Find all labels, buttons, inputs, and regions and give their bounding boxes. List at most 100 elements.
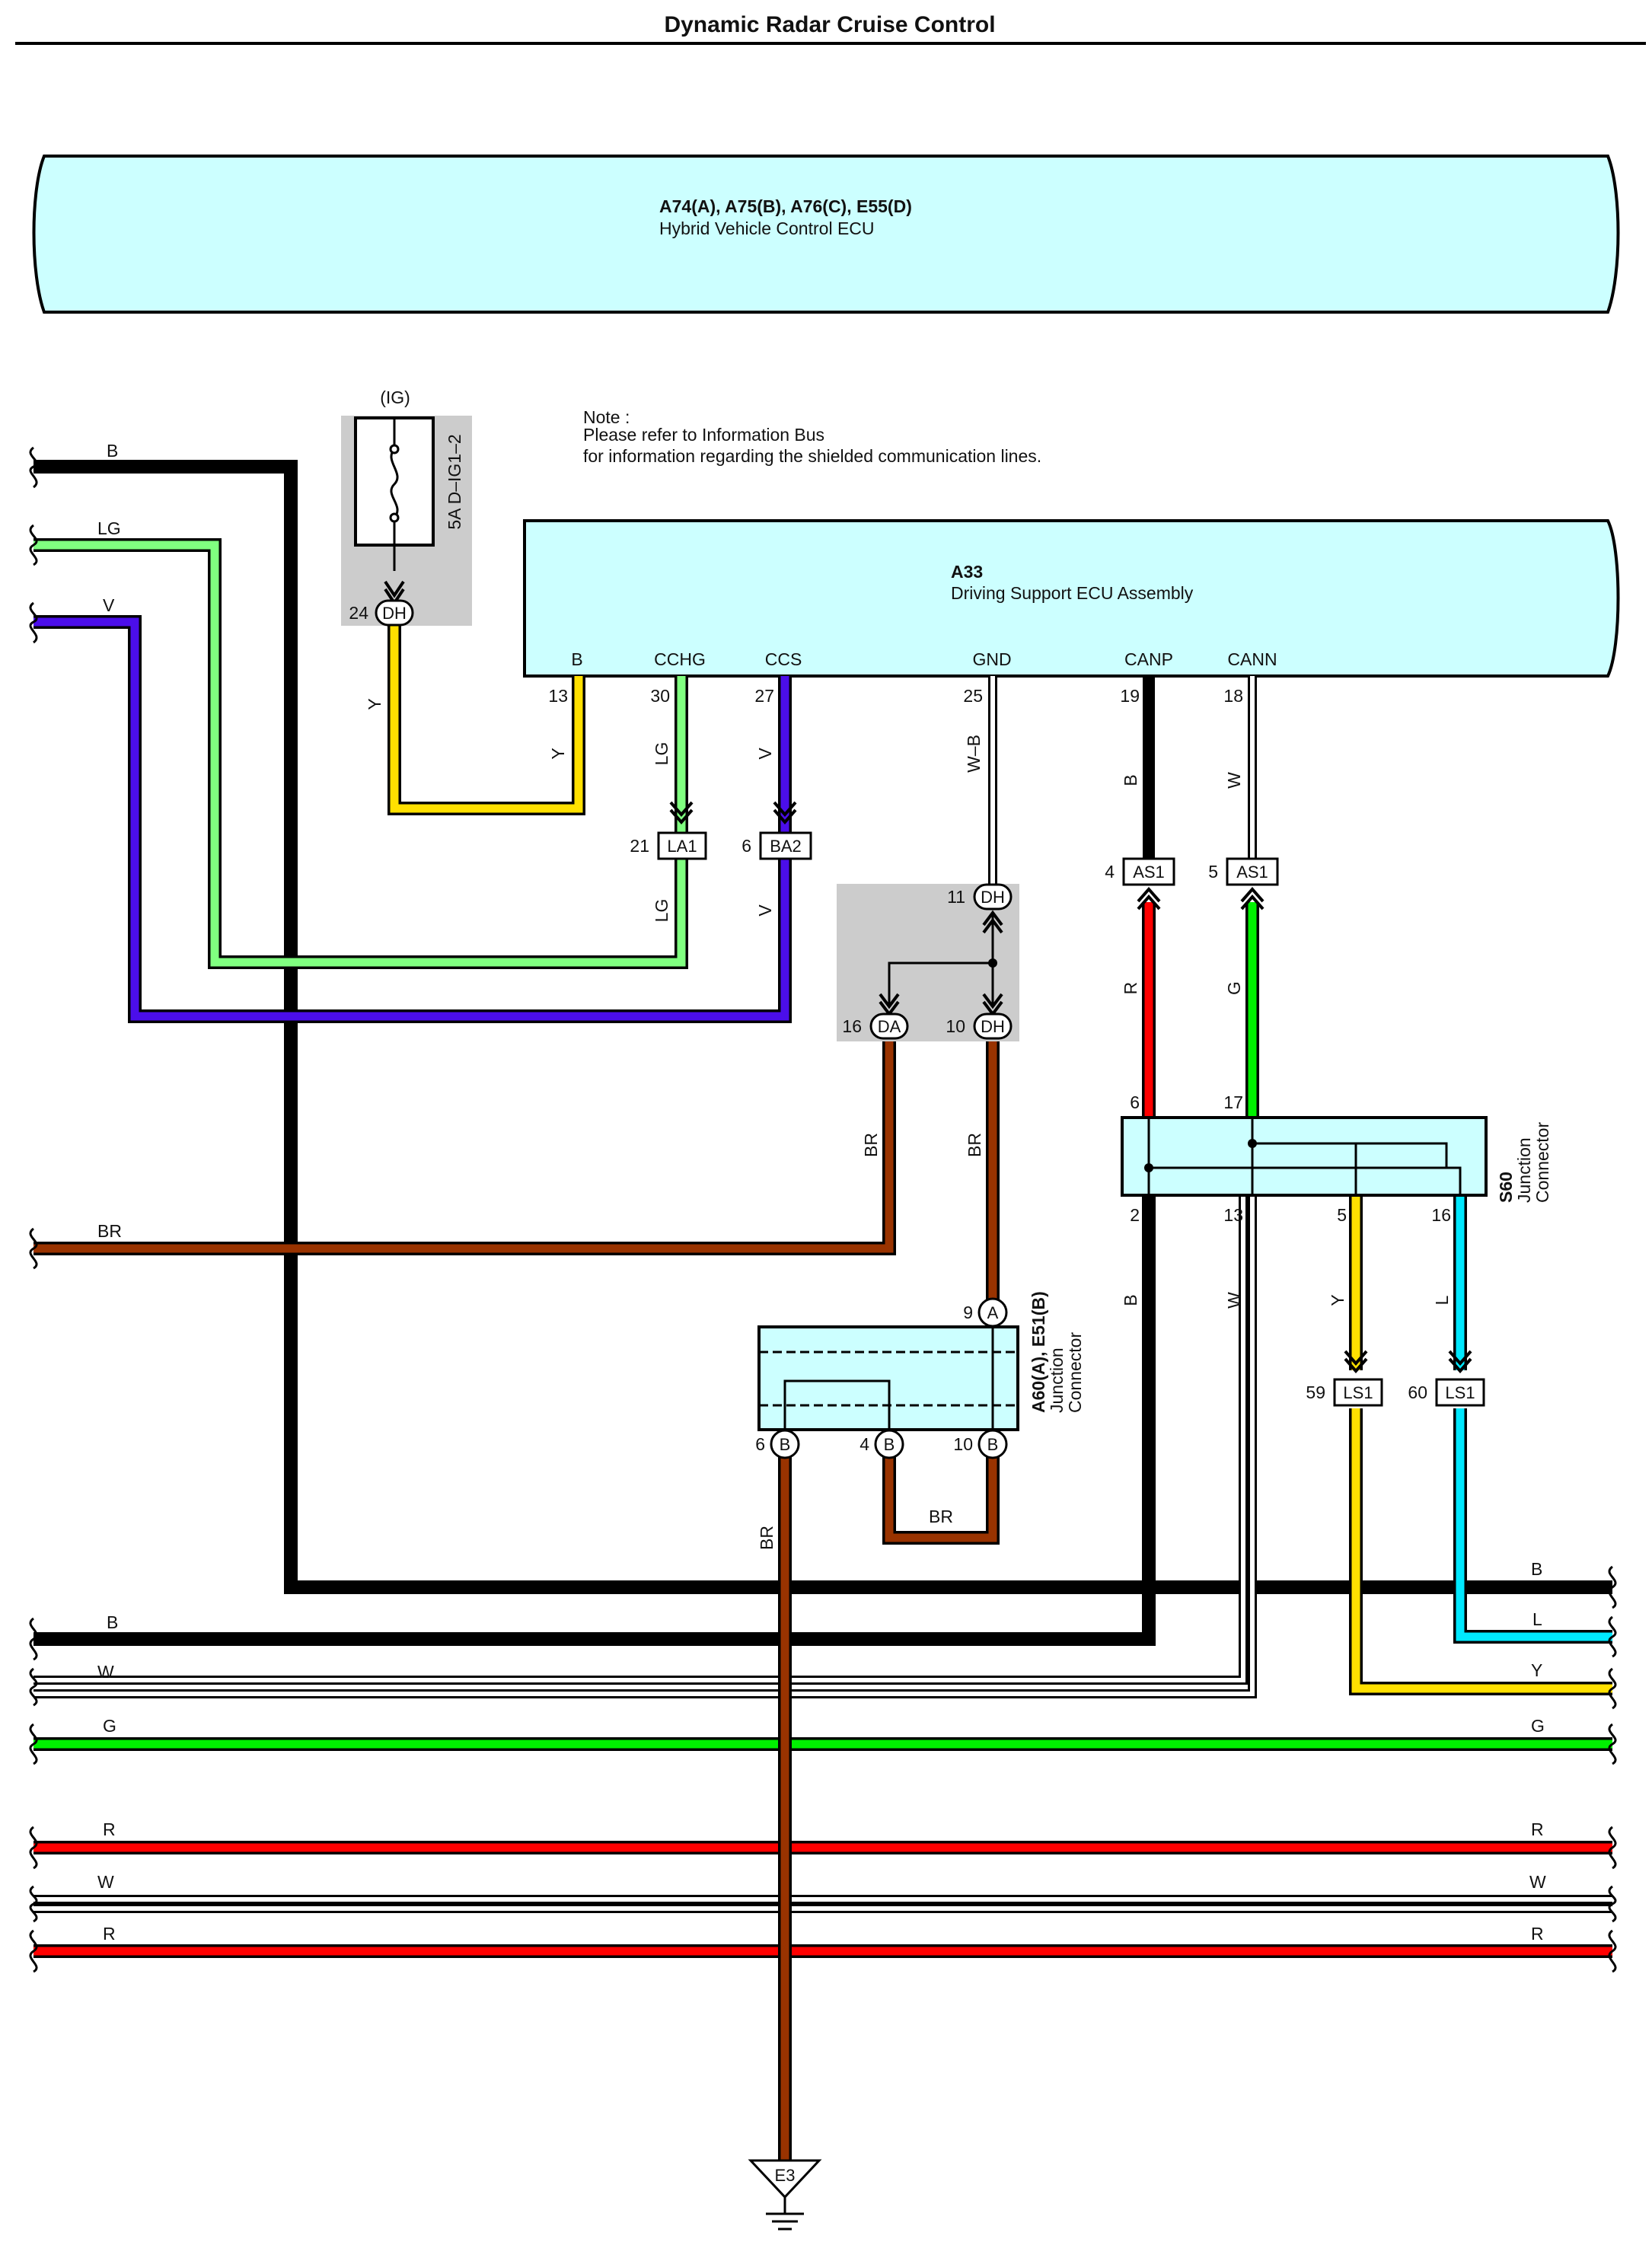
a60-code: A60(A), E51(B) <box>1029 1291 1048 1413</box>
dh10-name: DH <box>981 1017 1005 1036</box>
fuse-icon <box>390 448 399 518</box>
a33-pin-13: 13 <box>548 686 568 706</box>
lbl-br-ground: BR <box>757 1526 777 1550</box>
lbl-wb: W–B <box>964 735 984 773</box>
ls1-59-pin: 59 <box>1306 1382 1325 1402</box>
wire-v <box>33 617 789 1021</box>
s60-code: S60 <box>1496 1172 1516 1203</box>
note-line3: for information regarding the shielded c… <box>583 446 1041 466</box>
lbl-g-bus: G <box>103 1716 116 1736</box>
connector-ba2: BA2 6 <box>741 801 812 860</box>
wire-l-right <box>1456 1408 1612 1641</box>
dh11-pin: 11 <box>947 887 965 907</box>
a33-code: A33 <box>951 562 983 582</box>
a33-pin-18: 18 <box>1223 686 1243 706</box>
connector-dh-11: DH 11 <box>947 883 1013 934</box>
lbl-y-b: Y <box>548 748 568 759</box>
a60-conn-b-6: B <box>780 1435 791 1454</box>
as1-5-name: AS1 <box>1236 863 1268 882</box>
a60-conn-b-10: B <box>987 1435 999 1454</box>
a33-term-b: B <box>571 649 582 669</box>
lbl-l-right: L <box>1532 1609 1542 1629</box>
s60-name1: Junction <box>1514 1137 1534 1203</box>
wire-w-lower <box>33 1195 1255 1696</box>
lbl-lg-top: LG <box>97 518 121 538</box>
note-line2: Please refer to Information Bus <box>583 425 824 445</box>
as1-4-name: AS1 <box>1133 863 1165 882</box>
lbl-b-canp: B <box>1121 774 1140 786</box>
wire-y-fuse <box>390 624 583 813</box>
lbl-b-top: B <box>107 441 118 461</box>
a33-term-cchg: CCHG <box>654 649 706 669</box>
a60-name1: Junction <box>1047 1347 1067 1413</box>
ecu-top-name: Hybrid Vehicle Control ECU <box>659 218 875 238</box>
hybrid-vehicle-control-ecu: A74(A), A75(B), A76(C), E55(D) Hybrid Ve… <box>32 155 1620 314</box>
a60-pin-9: 9 <box>963 1303 973 1322</box>
ecu-top-codes: A74(A), A75(B), A76(C), E55(D) <box>659 196 912 216</box>
s60-pin-16: 16 <box>1431 1205 1451 1225</box>
lbl-w-s60: W <box>1224 1292 1244 1309</box>
lbl-v-top: V <box>103 595 115 615</box>
a60-pin-10: 10 <box>953 1434 973 1454</box>
connector-as1-4: AS1 4 <box>1105 857 1175 910</box>
dh10-pin: 10 <box>946 1016 965 1036</box>
wire-br-left <box>33 1041 894 1253</box>
dh11-name: DH <box>981 888 1005 907</box>
s60-pin-6: 6 <box>1130 1092 1140 1112</box>
lbl-r-right2: R <box>1531 1924 1544 1944</box>
lbl-r-right1: R <box>1531 1819 1544 1839</box>
wire-lg <box>33 541 686 967</box>
a33-pin-19: 19 <box>1120 686 1140 706</box>
as1-4-pin: 4 <box>1105 862 1115 882</box>
lbl-l-s60: L <box>1432 1295 1452 1305</box>
a33-term-gnd: GND <box>972 649 1011 669</box>
lbl-y-fuse: Y <box>365 698 384 710</box>
lbl-b-right: B <box>1531 1559 1542 1579</box>
driving-support-ecu: A33 Driving Support ECU Assembly B CCHG … <box>523 519 1620 706</box>
ba2-name: BA2 <box>770 837 802 856</box>
connector-da-16: DA 16 <box>842 993 909 1040</box>
a33-term-cann: CANN <box>1227 649 1277 669</box>
a60-conn-b-4: B <box>884 1435 895 1454</box>
a33-pin-27: 27 <box>754 686 774 706</box>
lbl-y-right: Y <box>1531 1660 1542 1680</box>
lbl-w-right: W <box>1529 1872 1546 1892</box>
ls1-59-name: LS1 <box>1343 1383 1373 1402</box>
fuse-label: 5A D–IG1–2 <box>445 434 464 529</box>
a33-name: Driving Support ECU Assembly <box>951 583 1194 603</box>
lbl-br-left: BR <box>97 1221 122 1241</box>
fuse-block: (IG) 5A D–IG1–2 <box>341 387 472 626</box>
da16-name: DA <box>878 1017 901 1036</box>
lbl-y-s60: Y <box>1328 1294 1347 1306</box>
a60-conn-a: A <box>987 1303 999 1322</box>
a33-pin-30: 30 <box>650 686 670 706</box>
da16-pin: 16 <box>842 1016 862 1036</box>
connector-ls1-60: LS1 60 <box>1408 1350 1485 1407</box>
wire-b-lower <box>33 1195 1156 1646</box>
lbl-lg-la1: LG <box>652 899 671 923</box>
ground-label: E3 <box>775 2166 796 2185</box>
lbl-v-a33: V <box>755 748 775 760</box>
lbl-b-lower: B <box>107 1612 118 1632</box>
fuse-pin: 24 <box>349 603 368 623</box>
s60-pin-2: 2 <box>1130 1205 1140 1225</box>
lbl-br-dh: BR <box>965 1133 984 1157</box>
wire-breaks-left <box>29 446 38 1973</box>
a33-pin-25: 25 <box>963 686 983 706</box>
la1-pin: 21 <box>630 836 649 856</box>
lbl-v-ba2: V <box>755 904 775 917</box>
lbl-g-right: G <box>1531 1716 1545 1736</box>
lbl-r-bus1: R <box>103 1819 116 1839</box>
a60-pin-4: 4 <box>859 1434 869 1454</box>
connector-ls1-59: LS1 59 <box>1306 1350 1383 1407</box>
s60-name2: Connector <box>1532 1122 1552 1203</box>
note: Note : Please refer to Information Bus f… <box>583 407 1041 466</box>
s60-pin-13: 13 <box>1223 1205 1243 1225</box>
lbl-br-loop: BR <box>929 1507 953 1526</box>
lbl-r-s60: R <box>1121 982 1140 995</box>
wire-labels: B LG V BR B W G R W R B L Y G R W R Y Y … <box>97 441 1546 1944</box>
connector-as1-5: AS1 5 <box>1208 857 1279 910</box>
fuse-header: (IG) <box>380 387 410 407</box>
lbl-w-cann: W <box>1224 772 1244 789</box>
